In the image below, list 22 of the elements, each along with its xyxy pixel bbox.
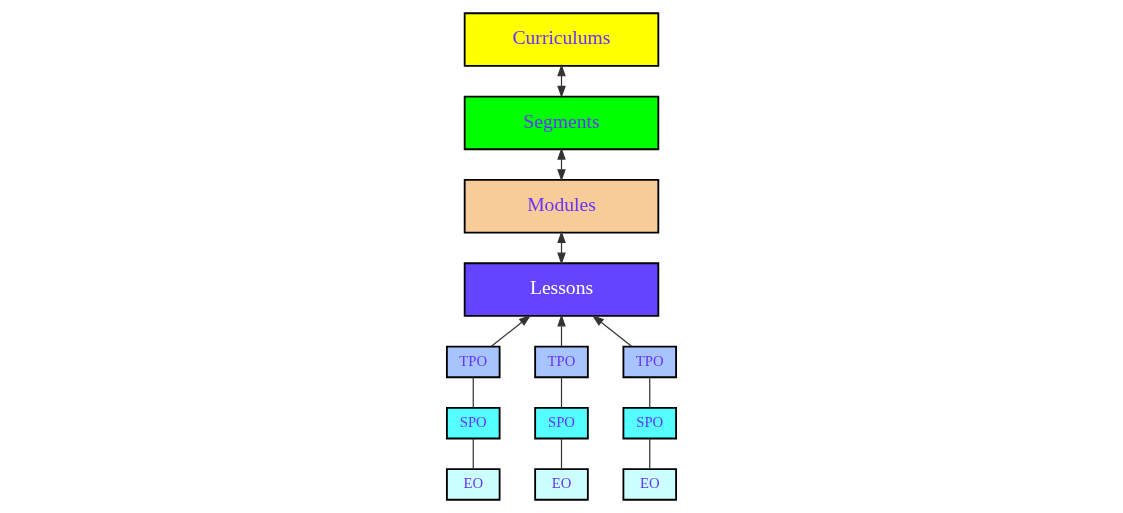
node-box: EO — [445, 468, 501, 501]
node-box: Segments — [463, 95, 660, 151]
node-box: Modules — [463, 179, 660, 234]
node-box: EO — [534, 468, 589, 501]
node-box: Lessons — [463, 262, 660, 317]
connector — [649, 438, 651, 470]
node-box: SPO — [534, 406, 589, 440]
connector — [649, 376, 651, 409]
node-box: SPO — [445, 406, 501, 440]
arrow — [490, 314, 532, 347]
node-box: SPO — [622, 406, 677, 440]
arrow — [591, 314, 633, 347]
node-box: EO — [622, 468, 677, 501]
node-box: TPO — [534, 345, 589, 379]
connector — [472, 376, 474, 409]
arrow — [557, 314, 566, 347]
connector — [560, 438, 563, 470]
connector — [472, 438, 474, 470]
node-box: Curriculums — [463, 12, 660, 67]
connector — [560, 376, 563, 409]
node-box: TPO — [622, 345, 677, 379]
node-box: TPO — [445, 345, 501, 379]
